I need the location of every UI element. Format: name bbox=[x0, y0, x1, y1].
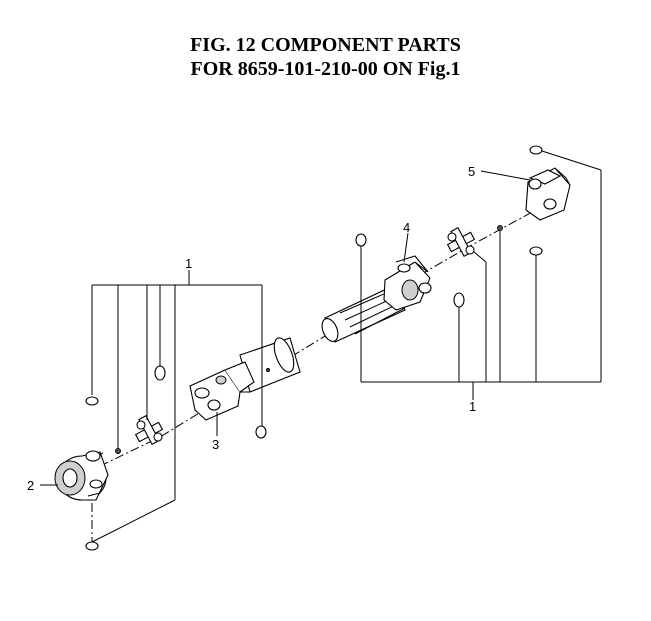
leader-4 bbox=[403, 232, 409, 263]
end-yoke-part-5[interactable] bbox=[525, 167, 571, 221]
figure-title-line-1: FIG. 12 COMPONENT PARTS bbox=[190, 34, 461, 56]
callout-bracket-left bbox=[91, 270, 263, 543]
splined-yoke-part-2[interactable] bbox=[54, 450, 109, 501]
callout-bracket-right bbox=[360, 150, 602, 400]
callout-2: 2 bbox=[27, 478, 34, 493]
grease-fitting-left bbox=[115, 448, 121, 454]
o-ring-centre-right bbox=[255, 425, 267, 439]
callout-4: 4 bbox=[403, 220, 410, 235]
o-ring-p4-bottom bbox=[453, 292, 465, 308]
grease-fitting-right bbox=[497, 225, 503, 231]
o-ring-left-bottom bbox=[85, 541, 99, 551]
figure-title-line-2: FOR 8659-101-210-00 ON Fig.1 bbox=[190, 58, 461, 80]
tube-yoke-part-3[interactable] bbox=[189, 335, 301, 421]
callout-3: 3 bbox=[212, 437, 219, 452]
callout-5: 5 bbox=[468, 164, 475, 179]
spider-cross-right[interactable] bbox=[446, 227, 476, 257]
o-ring-p5-bottom bbox=[529, 246, 543, 256]
o-ring-p5-top bbox=[529, 145, 543, 155]
callout-1-right: 1 bbox=[469, 399, 476, 414]
o-ring-p4-top bbox=[355, 233, 367, 247]
o-ring-left-top bbox=[85, 396, 99, 406]
spider-cross-left[interactable] bbox=[134, 415, 164, 445]
leader-5 bbox=[480, 170, 531, 181]
slip-yoke-shaft-part-4[interactable] bbox=[319, 255, 432, 344]
o-ring-centre-top bbox=[154, 365, 166, 381]
callout-1-top: 1 bbox=[185, 256, 192, 271]
